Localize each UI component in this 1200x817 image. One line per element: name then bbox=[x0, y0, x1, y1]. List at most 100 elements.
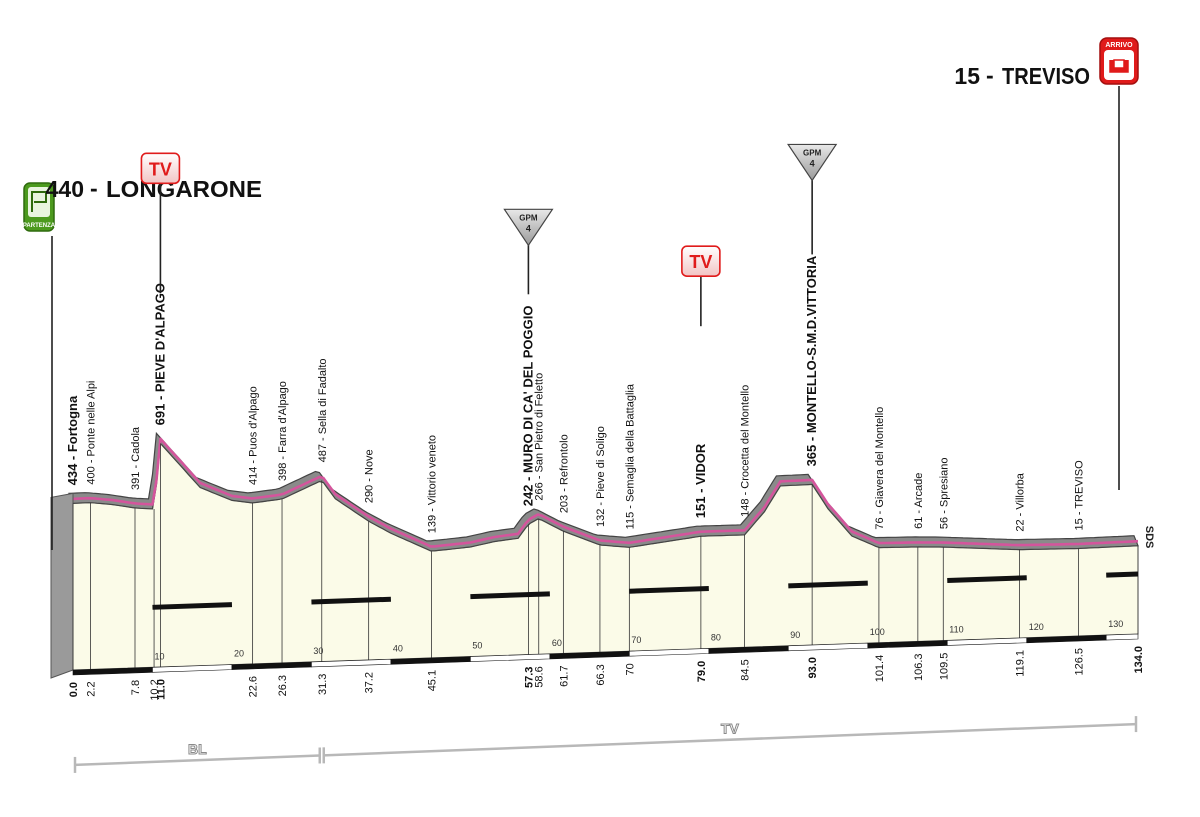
waypoint-name-label: 61 - Arcade bbox=[913, 473, 925, 529]
finish-dash: - bbox=[986, 62, 994, 88]
waypoint-name-label: 398 - Farra d'Alpago bbox=[277, 381, 289, 481]
start-name: LONGARONE bbox=[106, 176, 262, 202]
gpm-badge bbox=[503, 208, 554, 247]
start-altitude: 440 bbox=[46, 176, 84, 202]
waypoint-km-label: 11.0 bbox=[155, 679, 167, 700]
waypoint-km-label: 57.3 bbox=[523, 667, 535, 688]
km-tick-label: 110 bbox=[949, 624, 963, 634]
tv-marker: TV bbox=[681, 245, 721, 277]
km-tick-label: 100 bbox=[870, 627, 885, 637]
waypoint-km-label: 66.3 bbox=[595, 664, 607, 685]
tv-marker: TV bbox=[140, 152, 181, 185]
km-tick-label: 40 bbox=[393, 643, 403, 653]
distance-strip-upper bbox=[152, 602, 233, 610]
waypoint-km-label: 26.3 bbox=[277, 675, 289, 696]
arrivo-badge-label: ARRIVO bbox=[1105, 42, 1133, 49]
distance-strip-upper bbox=[470, 591, 550, 600]
waypoint-name-label: 203 - Refrontolo bbox=[558, 434, 570, 513]
waypoint-km-label: 79.0 bbox=[696, 661, 708, 682]
gpm-label: GPM bbox=[803, 148, 822, 157]
waypoint-km-label: 70 bbox=[624, 663, 636, 675]
km-tick-label: 10 bbox=[154, 651, 164, 661]
waypoint-km-label: 106.3 bbox=[913, 653, 925, 681]
km-tick-label: 50 bbox=[472, 641, 482, 651]
tv-icon: TV bbox=[689, 252, 712, 272]
waypoint-km-label: 10.2 bbox=[149, 679, 161, 700]
distance-strip-upper bbox=[629, 586, 709, 594]
start-header: PARTENZA 440 - LONGARONE bbox=[23, 175, 262, 232]
km-tick-label: 70 bbox=[631, 635, 641, 645]
waypoint-km-label: 7.8 bbox=[130, 680, 142, 695]
waypoint-km-label: 45.1 bbox=[426, 670, 438, 691]
waypoint-name-label: 148 - Crocetta del Montello bbox=[740, 385, 752, 517]
waypoint-name-label: 115 - Semaglia della Battaglia bbox=[624, 383, 636, 529]
waypoint-km-label: 126.5 bbox=[1073, 648, 1085, 676]
waypoint-km-label: 101.4 bbox=[874, 655, 886, 683]
km-tick-label: 130 bbox=[1108, 619, 1123, 629]
partenza-badge: PARTENZA bbox=[23, 182, 56, 232]
waypoint-km-label: 31.3 bbox=[317, 674, 329, 695]
checkered-flag-icon bbox=[31, 191, 47, 212]
waypoint-name-label: 132 - Pieve di Soligo bbox=[595, 426, 607, 527]
waypoint-name-label: 365 - MONTELLO-S.M.D.VITTORIA bbox=[804, 255, 819, 466]
tv-icon: TV bbox=[149, 159, 172, 179]
waypoint-km-label: 61.7 bbox=[558, 665, 570, 686]
waypoint-name-label: 391 - Cadola bbox=[130, 426, 142, 490]
tv-badge bbox=[140, 152, 181, 185]
km-tick-label: 80 bbox=[711, 633, 721, 643]
gpm-label: GPM bbox=[519, 213, 538, 222]
profile-top-band bbox=[68, 431, 1139, 552]
waypoint-km-label: 93.0 bbox=[807, 657, 819, 678]
tv-badge bbox=[681, 245, 721, 277]
waypoint-name-label: 266 - San Pietro di Feletto bbox=[534, 373, 546, 501]
gpm-category: 4 bbox=[810, 158, 815, 168]
waypoint-km-label: 58.6 bbox=[534, 666, 546, 687]
distance-strip-upper bbox=[788, 580, 868, 589]
finish-altitude: 15 bbox=[954, 63, 980, 89]
distance-strip-segment bbox=[1105, 633, 1139, 641]
arrivo-badge: ARRIVO bbox=[1099, 37, 1139, 85]
km-tick-label: 20 bbox=[234, 649, 244, 659]
distance-strip-upper bbox=[947, 575, 1027, 583]
gpm-badge bbox=[787, 143, 838, 182]
waypoint-km-label: 2.2 bbox=[85, 681, 97, 696]
finish-line-icon bbox=[1109, 59, 1129, 73]
profile-layer bbox=[50, 431, 1139, 679]
km-tick-label: 120 bbox=[1029, 622, 1044, 632]
finish-side-label: SDS bbox=[1143, 526, 1155, 549]
waypoint-name-label: 139 - Vittorio veneto bbox=[426, 435, 438, 533]
waypoint-km-label: 37.2 bbox=[364, 672, 376, 693]
waypoint-name-label: 691 - PIEVE D'ALPAGO bbox=[152, 283, 167, 425]
partenza-badge-label: PARTENZA bbox=[23, 223, 56, 229]
waypoint-name-label: 151 - VIDOR bbox=[693, 443, 708, 518]
waypoint-km-label: 109.5 bbox=[938, 653, 950, 681]
route-line bbox=[72, 437, 1139, 548]
km-tick-label: 30 bbox=[313, 646, 323, 656]
province-bracket bbox=[323, 722, 1137, 757]
profile-side-wall bbox=[50, 492, 74, 679]
km-tick-label: 60 bbox=[552, 638, 562, 648]
finish-header: 15 - TREVISO ARRIVO bbox=[954, 37, 1139, 89]
distance-strip-upper bbox=[311, 596, 391, 605]
waypoint-name-label: 434 - Fortogna bbox=[65, 395, 80, 485]
waypoint-name-label: 487 - Sella di Fadalto bbox=[317, 358, 329, 462]
finish-name: TREVISO bbox=[1002, 63, 1090, 89]
waypoint-name-label: 242 - MURO DI CA' DEL POGGIO bbox=[520, 306, 535, 507]
waypoint-name-label: 22 - Villorba bbox=[1015, 472, 1027, 531]
waypoint-name-label: 414 - Puos d'Alpago bbox=[248, 386, 260, 485]
waypoint-name-label: 400 - Ponte nelle Alpi bbox=[85, 381, 97, 485]
waypoint-name-label: 290 - Nove bbox=[364, 449, 376, 503]
start-dash: - bbox=[90, 175, 98, 201]
waypoint-name-label: 76 - Giavera del Montello bbox=[874, 407, 886, 530]
waypoint-km-label: 0.0 bbox=[68, 682, 80, 697]
gpm-category: 4 bbox=[526, 223, 531, 233]
km-tick-label: 90 bbox=[790, 630, 800, 640]
waypoint-km-label: 119.1 bbox=[1015, 650, 1027, 677]
waypoint-km-label: 84.5 bbox=[740, 659, 752, 680]
waypoint-labels-layer: 0.0 434 - Fortogna 2.2 400 - Ponte nelle Al… bbox=[65, 255, 1145, 701]
waypoint-name-label: 56 - Spresiano bbox=[938, 458, 950, 530]
